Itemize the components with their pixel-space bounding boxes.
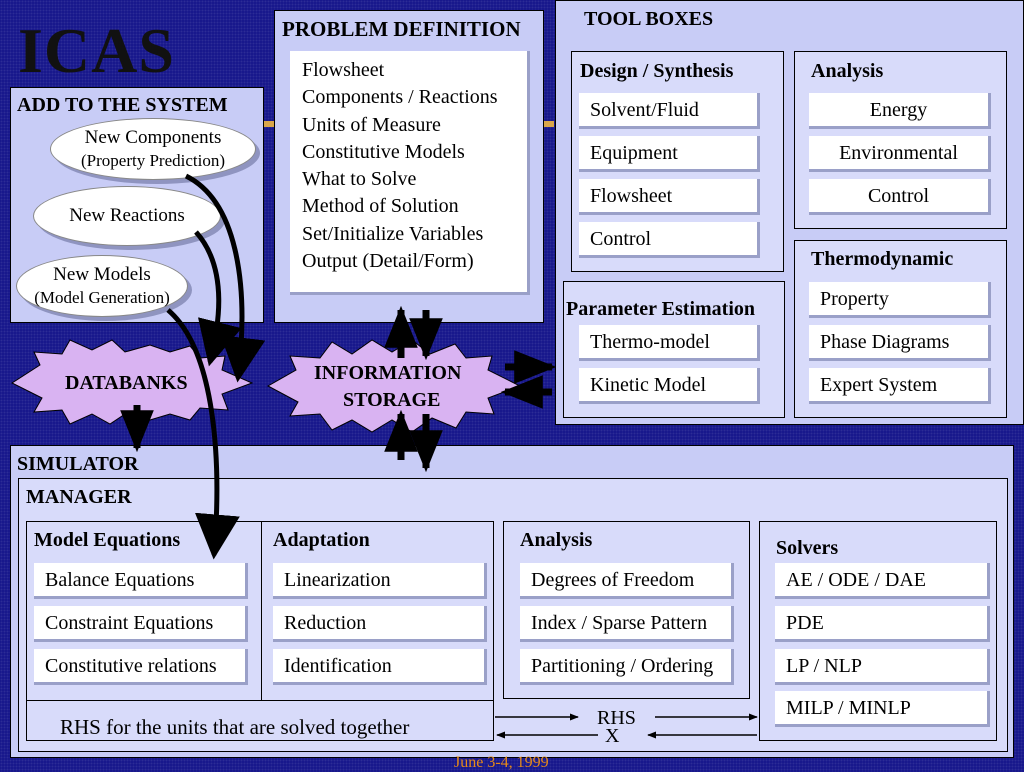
simulator-analysis-item[interactable]: Index / Sparse Pattern [520,606,734,642]
thermo-item[interactable]: Property [809,282,991,318]
solver-item[interactable]: PDE [775,606,990,642]
new-reactions-label: New Reactions [69,205,185,226]
design-item[interactable]: Flowsheet [579,179,760,215]
new-components-label: New Components [84,127,222,148]
design-item[interactable]: Equipment [579,136,760,172]
databanks-star [10,339,254,425]
simulator-title: SIMULATOR [17,453,139,475]
problem-definition-title: PROBLEM DEFINITION [282,17,521,41]
thermodynamic-title: Thermodynamic [811,248,954,270]
model-equation-item[interactable]: Balance Equations [34,563,248,599]
adaptation-item[interactable]: Identification [273,649,487,685]
rhs-note: RHS for the units that are solved togeth… [60,715,410,739]
thermo-item[interactable]: Phase Diagrams [809,325,991,361]
adaptation-item[interactable]: Reduction [273,606,487,642]
solver-item[interactable]: AE / ODE / DAE [775,563,990,599]
pd-item[interactable]: Method of Solution [302,195,459,218]
model-equation-item[interactable]: Constitutive relations [34,649,248,685]
rhs-label: RHS [597,707,636,729]
model-equations-title: Model Equations [34,529,181,551]
analysis-tool-item[interactable]: Control [809,179,991,215]
pd-item[interactable]: Flowsheet [302,59,385,81]
x-label: X [605,725,620,747]
model-equation-item[interactable]: Constraint Equations [34,606,248,642]
design-item[interactable]: Solvent/Fluid [579,93,760,129]
pd-item[interactable]: Constitutive Models [302,140,465,163]
footer-date: June 3-4, 1999 [454,754,549,771]
adaptation-title: Adaptation [273,529,370,551]
manager-title: MANAGER [26,486,132,508]
design-synthesis-title: Design / Synthesis [580,60,734,82]
parameter-item[interactable]: Thermo-model [579,325,760,361]
tool-boxes-title: TOOL BOXES [584,8,714,30]
pd-item[interactable]: What to Solve [302,168,417,191]
simulator-analysis-item[interactable]: Partitioning / Ordering [520,649,734,685]
model-adaptation-divider [261,521,262,700]
connector-right [544,121,554,127]
simulator-analysis-title: Analysis [520,529,593,551]
pd-item[interactable]: Set/Initialize Variables [302,222,484,245]
solver-item[interactable]: LP / NLP [775,649,990,685]
parameter-estimation-title: Parameter Estimation [566,298,756,320]
add-to-system-title: ADD TO THE SYSTEM [17,94,228,116]
information-storage-label-2: STORAGE [343,389,441,411]
information-storage-label-1: INFORMATION [314,362,462,384]
design-item[interactable]: Control [579,222,760,258]
pd-item[interactable]: Components / Reactions [302,86,498,109]
new-models-sub: (Model Generation) [34,288,170,307]
problem-definition-panel: PROBLEM DEFINITION Flowsheet Components … [274,10,544,323]
icas-logo: ICAS [18,15,175,86]
analysis-toolbox-title: Analysis [811,60,884,82]
new-models-item[interactable]: New Models (Model Generation) [16,255,188,317]
thermo-item[interactable]: Expert System [809,368,991,404]
databanks-label: DATABANKS [65,372,188,394]
new-components-sub: (Property Prediction) [81,151,225,170]
information-storage-star [266,339,522,433]
simulator-analysis-item[interactable]: Degrees of Freedom [520,563,734,599]
solvers-title: Solvers [776,537,839,559]
new-models-label: New Models [53,264,151,285]
pd-item[interactable]: Output (Detail/Form) [302,250,474,273]
parameter-item[interactable]: Kinetic Model [579,368,760,404]
analysis-tool-item[interactable]: Energy [809,93,991,129]
adaptation-item[interactable]: Linearization [273,563,487,599]
pd-item[interactable]: Units of Measure [302,113,441,136]
analysis-tool-item[interactable]: Environmental [809,136,991,172]
connector-left [264,121,274,127]
new-reactions-item[interactable]: New Reactions [33,186,221,246]
solver-item[interactable]: MILP / MINLP [775,691,990,727]
model-bottom-divider [26,700,494,701]
problem-definition-list: Flowsheet Components / Reactions Units o… [290,51,530,295]
new-components-item[interactable]: New Components (Property Prediction) [50,118,256,180]
